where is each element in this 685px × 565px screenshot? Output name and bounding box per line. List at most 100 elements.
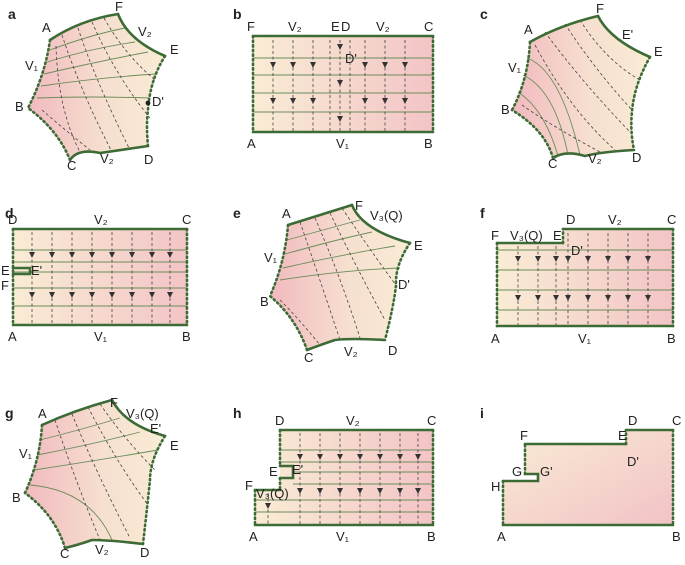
edge-v1 [26, 38, 52, 110]
panel-label: d [5, 205, 14, 221]
panel-label: b [233, 6, 242, 22]
vertex-label: E' [31, 263, 42, 278]
edge-label: V₂ [346, 413, 360, 428]
field-lines [36, 17, 156, 153]
vertex-label: B [260, 294, 269, 309]
shape-body [503, 430, 673, 525]
vertex-label: E' [150, 421, 161, 436]
pentagon-body [270, 205, 410, 350]
vertex-label: C [427, 413, 436, 428]
edge-fe [596, 14, 652, 59]
field-lines [253, 40, 433, 132]
notch-e [11, 266, 32, 276]
vertex-label: E [553, 228, 562, 243]
vertex-label: C [667, 212, 676, 227]
edge-label: V₂ [376, 19, 390, 34]
arrows [515, 256, 651, 301]
edge-label: V₂ [95, 542, 109, 557]
edge-cb [23, 491, 67, 550]
vertex-label: D [628, 413, 637, 428]
edge-label: V₁ [508, 60, 522, 75]
vertex-label: F [491, 228, 499, 243]
vertex-label: A [497, 529, 506, 544]
vertex-label: F [245, 478, 253, 493]
vertex-label: E [170, 42, 179, 57]
vertex-label: D' [571, 243, 583, 258]
edge-cb [268, 294, 309, 352]
edge-label: V₁ [19, 446, 33, 461]
vertex-label: B [501, 102, 510, 117]
field-lines [497, 233, 673, 326]
vertex-label: E' [622, 27, 633, 42]
pentagon-body [512, 16, 650, 158]
vertex-label: B [672, 529, 681, 544]
edge-cb [510, 108, 555, 160]
pentagon-body [25, 400, 165, 548]
vertex-label: C [424, 19, 433, 34]
edge-label: V₃(Q) [510, 228, 543, 243]
arrows [270, 44, 408, 122]
vertex-label: G [512, 464, 522, 479]
edge-ed [383, 241, 412, 342]
vertex-label: E [331, 19, 340, 34]
vertex-label: A [491, 331, 500, 346]
edge-label: V₂ [588, 151, 602, 166]
vertex-label: F [520, 428, 528, 443]
vertex-label: D [566, 212, 575, 227]
vertex-label: C [548, 156, 557, 171]
edge-ed [141, 434, 167, 546]
rect-body [253, 36, 433, 132]
vertex-label: F [355, 198, 363, 213]
edge-label: V₂ [138, 24, 152, 39]
vertex-label: A [8, 329, 17, 344]
edge-label: V₁ [578, 331, 592, 346]
edge-v2 [551, 148, 636, 160]
arrows [29, 252, 173, 298]
vertex-label: E [618, 428, 627, 443]
edge-label: V₃(Q) [126, 406, 159, 421]
vertex-label: A [42, 20, 51, 35]
edge-label: V₃(Q) [256, 486, 289, 501]
panel-h: h D C [233, 405, 436, 544]
vertex-label: C [182, 212, 191, 227]
vertex-label: E [654, 44, 663, 59]
edge-label: V₂ [100, 151, 114, 166]
vertex-label: C [67, 158, 76, 173]
edge-label: V₃(Q) [370, 208, 403, 223]
vertex-label: D [632, 150, 641, 165]
edge-v2-bottom [68, 144, 150, 162]
vertex-label: E' [292, 462, 303, 477]
panel-label: h [233, 405, 242, 421]
edge-gh [501, 472, 540, 483]
vertex-label: A [247, 136, 256, 151]
panel-c: c A F E' E D C B V₁ V₂ [480, 1, 663, 171]
panel-a: a A F E D' D C B V₁ V₂ V₂ [8, 0, 179, 173]
rect-body [255, 430, 433, 525]
vertex-label: B [182, 329, 191, 344]
edge-v3q [350, 203, 412, 245]
edge-v1 [23, 423, 44, 495]
vertex-label: A [282, 206, 291, 221]
panel-g: g A F E' E D C B V₁ V₃(Q) V₂ [5, 395, 179, 561]
vertex-label: B [12, 490, 21, 505]
vertex-label: G' [540, 464, 553, 479]
edge-label: V₂ [608, 212, 622, 227]
edge-v2 [63, 538, 145, 550]
edge-label: V₁ [94, 329, 108, 344]
vertex-label: C [672, 413, 681, 428]
edge-cb [26, 106, 72, 162]
notch-e [278, 464, 295, 480]
vertex-label: E [269, 464, 278, 479]
field-lines [13, 232, 187, 325]
vertex-label: C [60, 546, 69, 561]
vertex-label: D [275, 413, 284, 428]
panel-d: d D C E E' F A B [1, 205, 191, 344]
edge-label: V₁ [25, 58, 39, 73]
panel-b: b F E D C [233, 6, 435, 151]
edge-label: V₁ [336, 136, 350, 151]
panel-f: f F E D C D' A B [480, 205, 676, 346]
vertex-label: F [1, 278, 9, 293]
panel-i: i F D C E D' G G' H A B [480, 405, 681, 544]
arrows [265, 454, 421, 509]
vertex-label: D' [398, 277, 410, 292]
